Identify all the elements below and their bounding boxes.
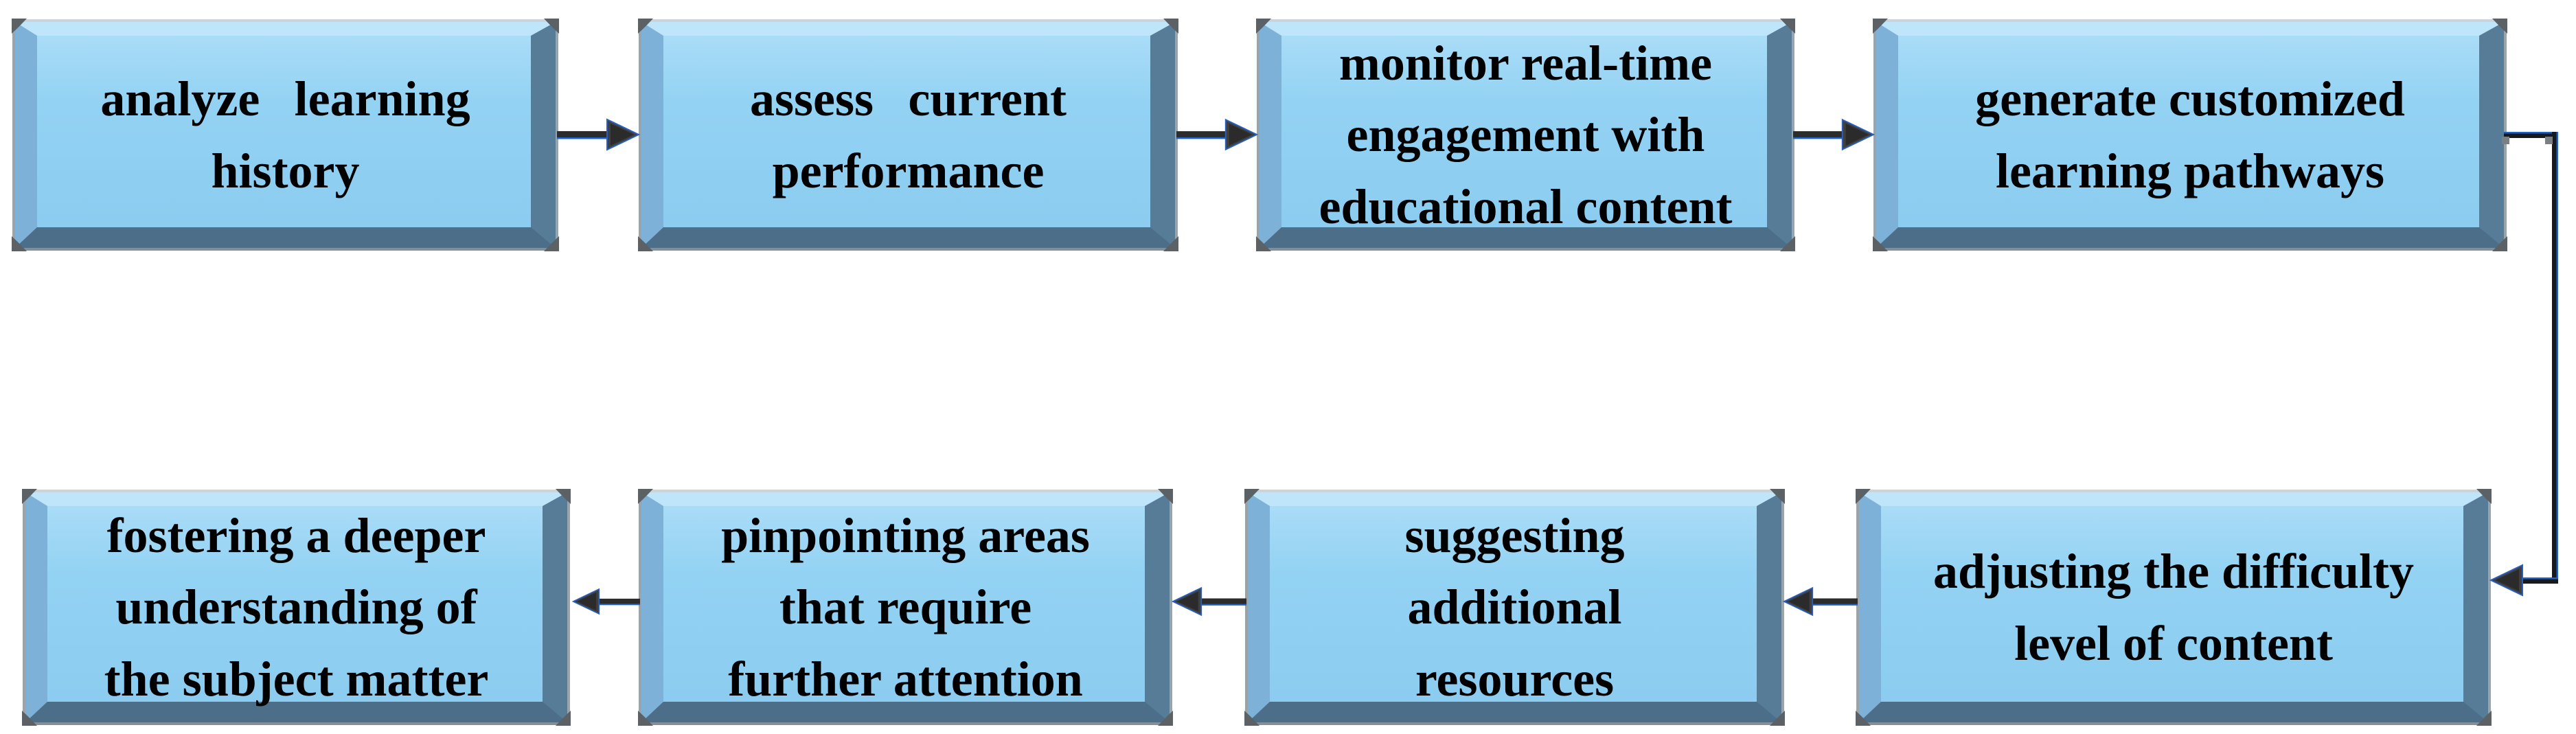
connector-endpoint	[2502, 137, 2509, 144]
elbow-connector-vertical	[2552, 132, 2558, 584]
step-3-label: monitor real-time engagement with educat…	[1319, 35, 1733, 234]
connector-endpoint	[2545, 137, 2553, 144]
step-bevel	[1859, 492, 2488, 722]
elbow-connector-top	[2504, 132, 2558, 138]
flow-step-3: monitor real-time engagement with educat…	[1256, 19, 1795, 251]
step-bevel	[1259, 22, 1792, 248]
arrow-right-icon	[1793, 118, 1875, 151]
flow-step-5: adjusting the difficulty level of conten…	[1856, 489, 2492, 726]
step-8-label: fostering a deeper understanding of the …	[104, 507, 489, 707]
step-bevel	[25, 492, 567, 722]
step-5-label: adjusting the difficulty level of conten…	[1933, 544, 2415, 671]
step-bevel	[641, 22, 1175, 248]
step-bevel	[15, 22, 556, 248]
flow-step-2: assess current performance	[638, 19, 1178, 251]
step-bevel	[1248, 492, 1781, 722]
elbow-connector-bottom	[2522, 577, 2558, 584]
step-bevel	[641, 492, 1170, 722]
flow-step-1: analyze learning history	[12, 19, 559, 251]
arrow-right-icon	[1176, 118, 1258, 151]
step-4-label: generate customized learning pathways	[1975, 71, 2405, 198]
step-6-label: suggesting additional resources	[1404, 507, 1625, 707]
arrow-left-icon	[2489, 564, 2523, 597]
arrow-left-icon	[1172, 586, 1246, 617]
step-bevel	[1876, 22, 2504, 248]
arrow-right-icon	[557, 118, 640, 151]
arrow-left-icon	[572, 588, 640, 615]
step-2-label: assess current performance	[749, 71, 1067, 198]
flow-step-7: pinpointing areas that require further a…	[638, 489, 1173, 726]
arrow-left-icon	[1783, 586, 1858, 617]
flow-step-8: fostering a deeper understanding of the …	[22, 489, 571, 726]
step-1-label: analyze learning history	[100, 71, 470, 198]
flow-step-4: generate customized learning pathways	[1873, 19, 2507, 251]
flow-step-6: suggesting additional resources	[1244, 489, 1785, 726]
step-7-label: pinpointing areas that require further a…	[721, 507, 1090, 707]
